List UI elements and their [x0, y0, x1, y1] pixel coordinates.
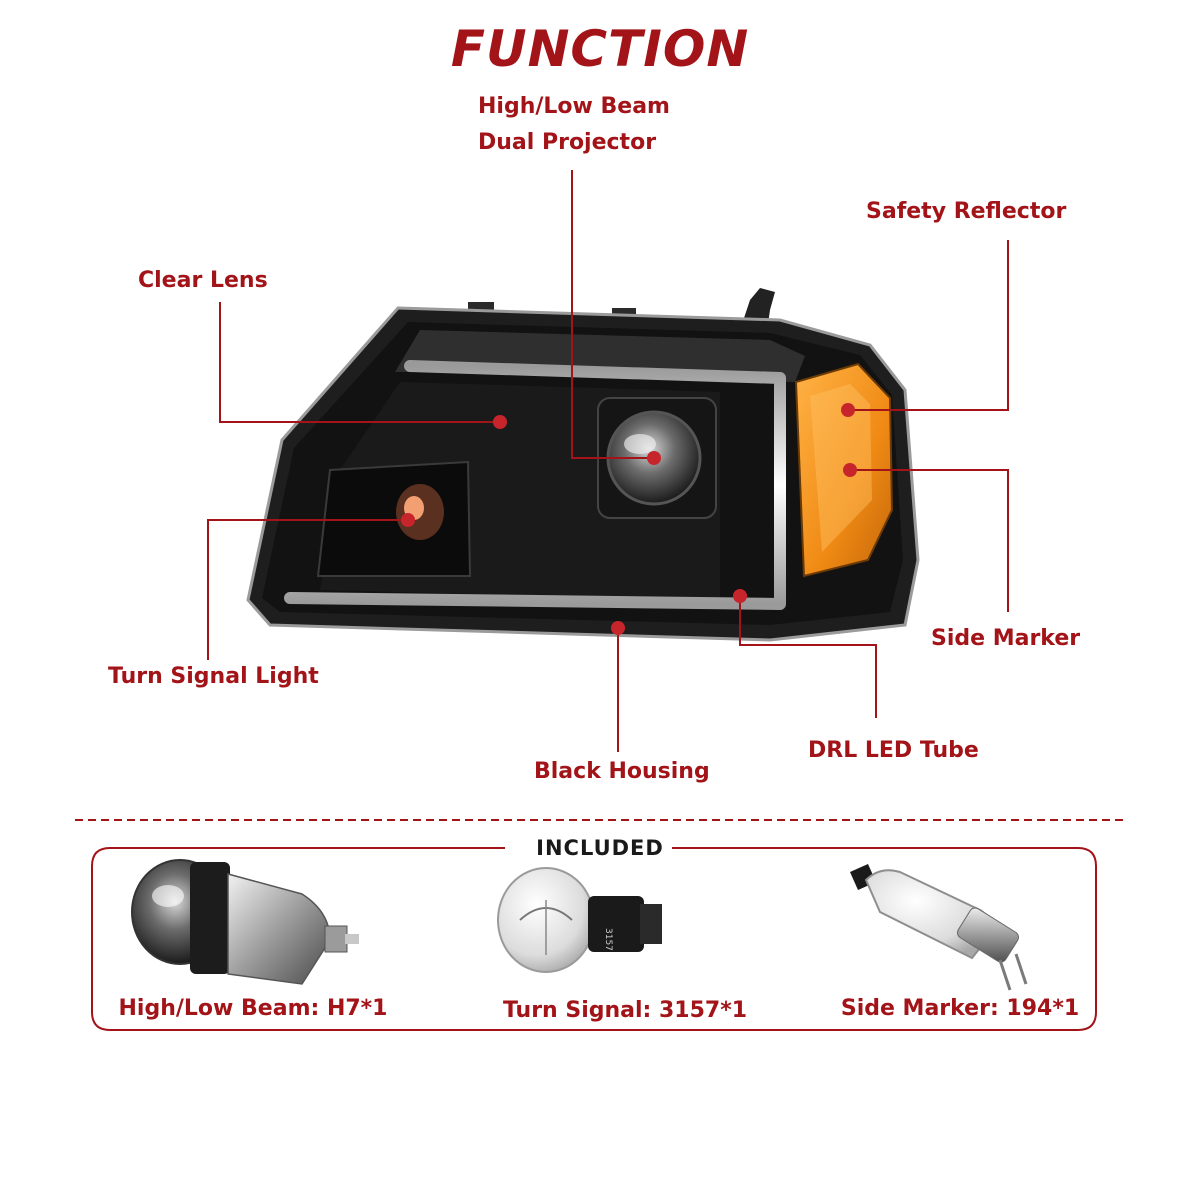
leader-lines: [207, 170, 1009, 752]
callout-projector-line1: High/Low Beam: [478, 94, 670, 119]
leader-side-marker: [850, 469, 1009, 612]
lens-highlight: [624, 434, 656, 454]
included-item-high-low-beam: High/Low Beam: H7*1: [118, 996, 388, 1021]
leader-projector: [571, 170, 654, 459]
callout-drl-led-tube: DRL LED Tube: [808, 738, 979, 763]
leader-clear-lens: [219, 302, 500, 423]
side-marker-bulb-icon: [850, 864, 1028, 991]
included-item-side-marker: Side Marker: 194*1: [840, 996, 1080, 1021]
dot-side-marker: [843, 463, 857, 477]
leader-turn-signal: [207, 519, 408, 660]
callout-black-housing: Black Housing: [534, 759, 710, 784]
callout-projector-line2: Dual Projector: [478, 130, 657, 155]
dot-safety-reflector: [841, 403, 855, 417]
page-title: FUNCTION: [450, 20, 750, 78]
leader-drl: [739, 596, 877, 718]
callout-side-marker: Side Marker: [931, 626, 1081, 651]
dot-projector: [647, 451, 661, 465]
dot-turn-signal: [401, 513, 415, 527]
leader-safety-reflector: [848, 240, 1009, 411]
drl-led-tube: [284, 360, 786, 610]
dot-black-housing: [611, 621, 625, 635]
projector-bulb-icon: [131, 859, 359, 985]
turn-signal-bulb-icon: 3157: [497, 867, 662, 973]
amber-highlight: [810, 384, 872, 552]
socket-marking: 3157: [603, 928, 613, 951]
included-item-turn-signal: Turn Signal: 3157*1: [502, 998, 748, 1023]
included-box-frame: [91, 847, 1097, 1031]
included-title: INCLUDED: [536, 836, 664, 860]
callout-dots: [401, 403, 857, 635]
callout-safety-reflector: Safety Reflector: [866, 199, 1067, 224]
callout-turn-signal-light: Turn Signal Light: [108, 664, 319, 689]
dot-clear-lens: [493, 415, 507, 429]
headlight-assembly: [246, 288, 920, 642]
dot-drl: [733, 589, 747, 603]
callout-clear-lens: Clear Lens: [138, 268, 268, 293]
